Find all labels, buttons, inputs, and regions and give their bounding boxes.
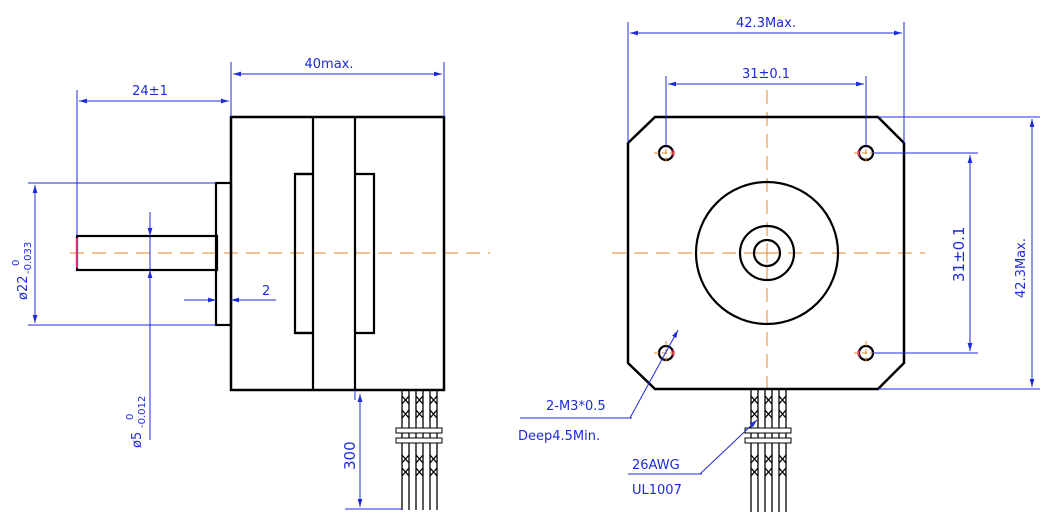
flange-dia-lower-tol: -0.033 bbox=[23, 242, 34, 274]
thread-depth-label: Deep4.5Min. bbox=[518, 429, 600, 444]
wire-bundle-icon bbox=[401, 390, 438, 510]
shaft-dia-label: ø5 bbox=[130, 432, 145, 448]
shaft-dia-lower-tol: -0.012 bbox=[137, 396, 148, 428]
leader-arrow-icon bbox=[629, 329, 679, 419]
hole-spacing-v-label: 31±0.1 bbox=[950, 226, 968, 282]
wire-gauge-label: 26AWG bbox=[632, 458, 680, 473]
flange-thickness-label: 2 bbox=[262, 284, 270, 299]
shaft-length-label: 24±1 bbox=[132, 84, 168, 99]
motor-body bbox=[229, 115, 446, 392]
lead-length-label: 300 bbox=[341, 441, 359, 470]
flange bbox=[214, 181, 233, 327]
thread-spec-label: 2-M3*0.5 bbox=[546, 399, 606, 414]
flange-dia-label: ø22 bbox=[16, 276, 31, 301]
boss-outer bbox=[694, 180, 840, 326]
total-length-label: 40max. bbox=[305, 57, 354, 72]
flange-dia-upper-tol: 0 bbox=[11, 260, 22, 266]
boss-inner bbox=[738, 224, 796, 282]
wire-standard-label: UL1007 bbox=[632, 483, 682, 498]
shaft-dia-upper-tol: 0 bbox=[125, 414, 136, 420]
shaft-end bbox=[752, 238, 782, 268]
front-view: 42.3Max. 31±0.1 31±0.1 42.3Max. 2-M3*0.5… bbox=[518, 16, 1040, 512]
front-wire-bundle bbox=[750, 389, 787, 512]
overall-width-label: 42.3Max. bbox=[736, 16, 796, 31]
side-view: 40max. 24±1 ø22 0 -0.033 ø5 0 -0.012 2 bbox=[11, 57, 490, 510]
center-mark-icon bbox=[757, 243, 777, 263]
hole-spacing-h-label: 31±0.1 bbox=[742, 67, 790, 82]
overall-height-label: 42.3Max. bbox=[1014, 238, 1029, 298]
